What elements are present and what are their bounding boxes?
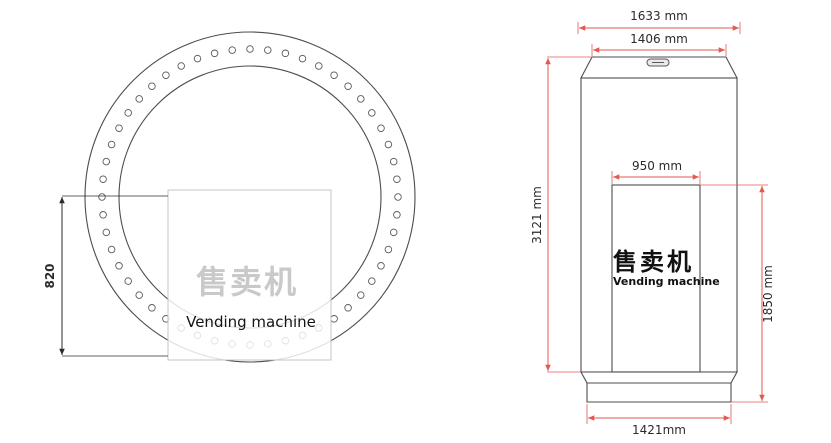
ring-hole [368,277,376,285]
dim-1406-label: 1406 mm [630,32,688,46]
ring-hole [98,193,106,201]
ring-hole [393,175,401,183]
ring-hole [298,54,307,63]
ring-hole [124,109,132,117]
ring-hole [210,49,219,58]
ring-hole [384,245,393,254]
dim-1421-label: 1421mm [632,423,686,437]
ring-hole [384,140,393,149]
ring-hole [330,71,338,79]
machine-footprint-box [167,189,332,361]
ring-hole [115,262,123,270]
top-view: 售卖机 Vending machine 820 [43,31,416,363]
ring-hole [177,62,185,70]
ring-hole [344,304,352,312]
ring-hole [246,45,254,53]
front-view-label-cn: 售卖机 [613,248,694,276]
ring-hole [368,109,376,117]
front-view: 售卖机 Vending machine 1633 mm 1406 mm 950 … [530,9,775,437]
ring-hole [102,228,111,237]
dim-950: 950 mm [611,159,701,184]
ring-hole [377,262,385,270]
dim-3121: 3121 mm [530,56,592,373]
ring-hole [389,157,398,166]
door-opening [611,184,701,373]
machine-body [580,77,738,373]
ring-hole [99,211,107,219]
ring-hole [389,228,398,237]
ring-hole [357,95,365,103]
ring-hole [315,62,323,70]
dim-950-label: 950 mm [632,159,682,173]
bottom-band [580,371,738,403]
ring-hole [193,54,202,63]
ring-hole [330,315,338,323]
ring-hole [115,124,123,132]
ring-hole [107,140,116,149]
ring-hole [99,175,107,183]
ring-hole [102,157,111,166]
ring-hole [135,291,143,299]
ring-hole [124,277,132,285]
dim-1633: 1633 mm [577,9,741,34]
dim-1406: 1406 mm [591,32,727,56]
dim-1850: 1850 mm [700,184,775,403]
ring-hole [344,82,352,90]
ring-hole [357,291,365,299]
dim-820: 820 [43,195,168,357]
ring-hole [393,211,401,219]
dim-1633-label: 1633 mm [630,9,688,23]
ring-hole [135,95,143,103]
ring-hole [162,71,170,79]
ring-hole [281,49,290,58]
dim-1850-label: 1850 mm [761,265,775,323]
front-view-label-en: Vending machine [613,275,720,288]
ring-hole [264,46,272,54]
dim-3121-label: 3121 mm [530,186,544,244]
top-view-watermark-cn: 售卖机 [196,263,298,301]
dim-1421: 1421mm [586,404,732,437]
ring-outer-circle [84,31,416,363]
ring-hole [377,124,385,132]
ring-hole [394,193,402,201]
ring-hole [107,245,116,254]
top-view-label-en: Vending machine [186,313,316,331]
dim-820-label: 820 [43,263,57,288]
ring-hole [148,304,156,312]
ring-hole [228,46,236,54]
ring-hole [148,82,156,90]
